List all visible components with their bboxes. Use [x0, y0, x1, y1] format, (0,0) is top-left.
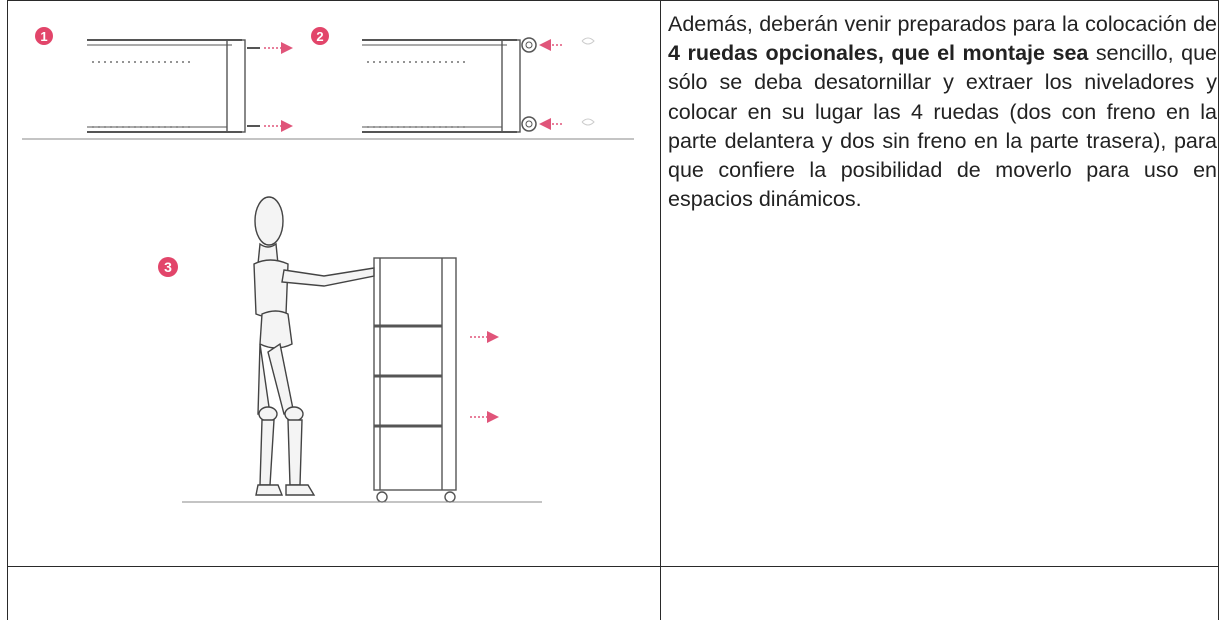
step-2-badge: 2 — [311, 27, 329, 45]
mannequin-figure — [253, 196, 375, 496]
table-row-divider — [7, 566, 1219, 567]
table-column-divider — [660, 0, 661, 620]
table-right-border — [1218, 0, 1219, 620]
step-1-badge: 1 — [35, 27, 53, 45]
step-1-cabinet-side — [87, 39, 260, 133]
table-left-border — [7, 0, 8, 620]
cabinet-front-view — [373, 257, 457, 503]
paragraph-bold-text: 4 ruedas opcionales, que el montaje sea — [668, 41, 1089, 66]
paragraph-text-end: sencillo, que sólo se deba desatornillar… — [668, 41, 1217, 212]
svg-text:1: 1 — [40, 29, 47, 44]
table-top-border — [7, 0, 1219, 1]
step-2-cabinet-side — [362, 37, 595, 133]
svg-text:3: 3 — [164, 259, 172, 275]
paragraph-text-start: Además, deberán venir preparados para la… — [668, 12, 1217, 36]
assembly-figure: 1 2 — [22, 27, 634, 503]
svg-text:2: 2 — [316, 29, 323, 44]
description-paragraph: Además, deberán venir preparados para la… — [668, 10, 1217, 214]
step-3-badge: 3 — [158, 257, 178, 277]
